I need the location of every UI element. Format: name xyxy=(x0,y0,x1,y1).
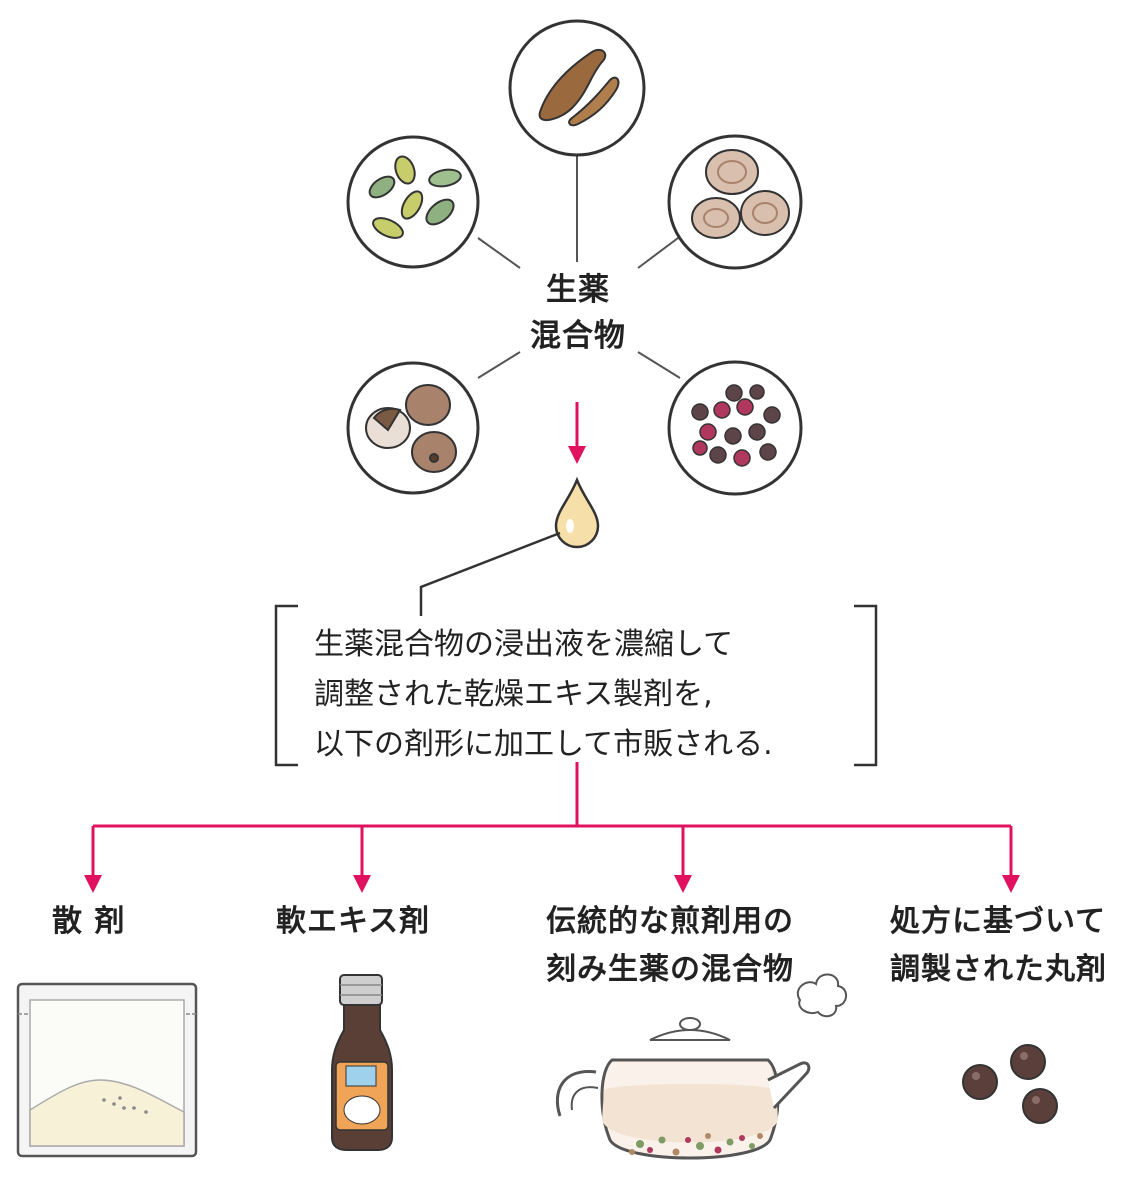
description-text: 生薬混合物の浸出液を濃縮して 調整された乾燥エキス製剤を, 以下の剤形に加工して… xyxy=(314,620,874,770)
description-line2: 調整された乾燥エキス製剤を, xyxy=(314,677,713,712)
teapot-icon xyxy=(555,973,847,1160)
output-label-powder: 散 剤 xyxy=(52,898,125,946)
description-line3: 以下の剤形に加工して市販される. xyxy=(314,727,773,762)
powder-packet-icon xyxy=(16,982,198,1158)
center-label-line2: 混合物 xyxy=(530,318,626,354)
leader-line xyxy=(419,531,561,616)
center-label-line1: 生薬 xyxy=(546,272,610,308)
output-decoction-line2: 刻み生薬の混合物 xyxy=(546,952,794,987)
dried-root-icon xyxy=(508,19,646,157)
herb-seeds-icon xyxy=(346,135,480,269)
root-slices-icon xyxy=(667,134,803,270)
extract-bottle-icon xyxy=(331,974,393,1151)
output-soft-extract-line1: 軟エキス剤 xyxy=(276,904,431,939)
output-pills-line1: 処方に基づいて xyxy=(890,904,1107,939)
output-pills-line2: 調製された丸剤 xyxy=(890,952,1107,987)
pills-icon xyxy=(962,1044,1058,1124)
output-label-decoction: 伝統的な煎剤用の 刻み生薬の混合物 xyxy=(546,898,794,994)
output-powder-line1: 散 剤 xyxy=(52,904,126,939)
nuts-icon xyxy=(346,361,480,495)
output-label-soft-extract: 軟エキス剤 xyxy=(276,898,430,946)
left-bracket xyxy=(274,604,298,767)
extract-drop-icon xyxy=(554,476,600,549)
output-label-pills: 処方に基づいて 調製された丸剤 xyxy=(890,898,1107,994)
output-decoction-line1: 伝統的な煎剤用の xyxy=(546,904,794,939)
distribution-lines xyxy=(84,762,1020,893)
description-line1: 生薬混合物の浸出液を濃縮して xyxy=(314,627,734,662)
right-bracket xyxy=(854,604,878,767)
berries-icon xyxy=(667,360,803,496)
